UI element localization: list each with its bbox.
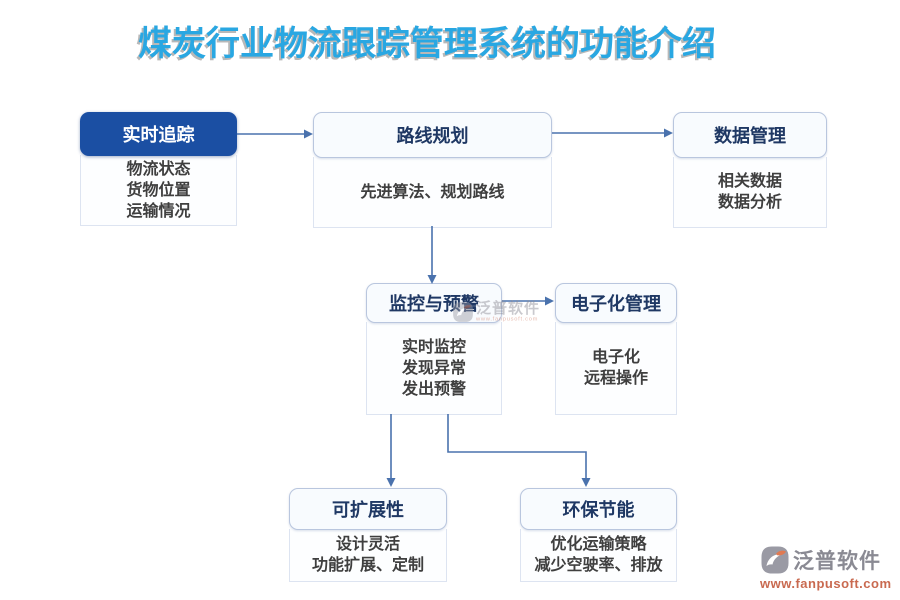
node-scalability: 可扩展性 设计灵活 功能扩展、定制 [289, 488, 447, 582]
node-header: 监控与预警 [366, 283, 502, 323]
node-body: 优化运输策略 减少空驶率、排放 [520, 529, 677, 582]
node-item: 设计灵活 [335, 536, 400, 553]
node-data-management: 数据管理 相关数据 数据分析 [673, 112, 827, 228]
node-body: 相关数据 数据分析 [673, 157, 827, 228]
node-item: 功能扩展、定制 [311, 557, 424, 574]
node-header: 路线规划 [313, 112, 552, 158]
fanpu-logo-icon [761, 546, 789, 574]
node-item: 运输情况 [126, 202, 191, 220]
node-body: 电子化 远程操作 [555, 322, 677, 415]
node-body: 先进算法、规划路线 [313, 157, 552, 228]
node-item: 减少空驶率、排放 [534, 557, 663, 574]
node-body: 实时监控 发现异常 发出预警 [366, 322, 502, 415]
node-item: 远程操作 [583, 370, 648, 387]
node-electronic-management: 电子化管理 电子化 远程操作 [555, 283, 677, 415]
node-header: 环保节能 [520, 488, 677, 530]
node-header: 实时追踪 [80, 112, 237, 156]
node-header: 可扩展性 [289, 488, 447, 530]
node-body: 物流状态 货物位置 运输情况 [80, 155, 237, 226]
node-item: 发出预警 [401, 380, 466, 398]
node-item: 货物位置 [126, 181, 191, 199]
node-body: 设计灵活 功能扩展、定制 [289, 529, 447, 582]
node-item: 实时监控 [401, 338, 466, 356]
node-route-planning: 路线规划 先进算法、规划路线 [313, 112, 552, 228]
node-item: 相关数据 [717, 173, 782, 190]
node-realtime-tracking: 实时追踪 物流状态 货物位置 运输情况 [80, 112, 237, 226]
brand-url-text: www.fanpusoft.com [760, 576, 892, 591]
node-header: 电子化管理 [555, 283, 677, 323]
brand-name-text: 泛普软件 [793, 550, 881, 573]
node-item: 优化运输策略 [550, 536, 647, 553]
node-item: 先进算法、规划路线 [360, 183, 505, 201]
fanpu-logo: 泛普软件 www.fanpusoft.com [760, 545, 892, 591]
node-item: 物流状态 [126, 160, 191, 178]
node-item: 数据分析 [717, 194, 782, 211]
page-title: 煤炭行业物流跟踪管理系统的功能介绍 [138, 25, 716, 63]
node-item: 电子化 [591, 349, 640, 366]
node-monitoring-warning: 监控与预警 实时监控 发现异常 发出预警 [366, 283, 502, 415]
node-item: 发现异常 [401, 359, 466, 377]
node-eco-energy-saving: 环保节能 优化运输策略 减少空驶率、排放 [520, 488, 677, 582]
node-header: 数据管理 [673, 112, 827, 158]
